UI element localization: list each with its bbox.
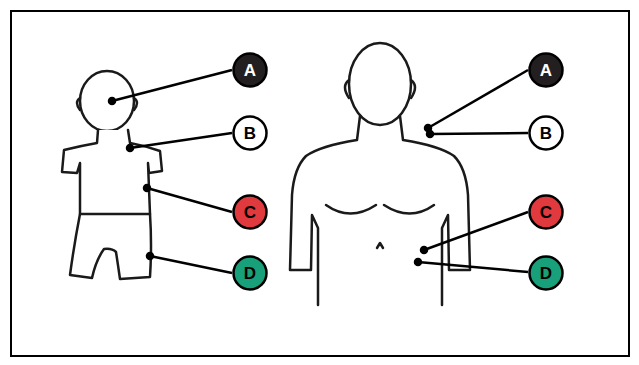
callout-letter: B [540, 125, 552, 142]
callout-circle: D [232, 255, 268, 291]
callout-letter: A [244, 62, 256, 79]
circle-shape [234, 257, 267, 290]
callout-circle: D [528, 255, 564, 291]
callout-circle: A [232, 52, 268, 88]
baby-head [80, 71, 134, 131]
adult-torso [290, 116, 470, 305]
diaper-line [80, 213, 150, 216]
leader-line [418, 262, 528, 272]
leader-line [430, 133, 528, 134]
adult-navel [377, 243, 383, 248]
frame [11, 11, 629, 356]
circle-shape [234, 54, 267, 87]
leader-line [112, 70, 232, 101]
callout-circle: B [528, 115, 564, 151]
circle-shape [234, 196, 267, 229]
baby-ears [77, 98, 137, 110]
callout-circle: C [232, 194, 268, 230]
leader-line [150, 256, 232, 273]
circle-shape [530, 257, 563, 290]
callout-letter: A [540, 62, 552, 79]
adult-figure [290, 43, 470, 305]
callout-letter: C [540, 204, 552, 221]
leader-line [428, 70, 528, 128]
callout-circle: A [528, 52, 564, 88]
adult-head [349, 43, 411, 125]
leader-lines [109, 70, 528, 273]
leader-line [130, 133, 232, 148]
circle-shape [234, 117, 267, 150]
circle-shape [530, 196, 563, 229]
circle-shape [530, 117, 563, 150]
callout-circle: B [232, 115, 268, 151]
callout-letter: D [540, 265, 552, 282]
callout-circle: C [528, 194, 564, 230]
callout-letter: D [244, 265, 256, 282]
leader-line [147, 188, 232, 212]
adult-chest [326, 205, 434, 214]
circle-shape [530, 54, 563, 87]
callout-letter: C [244, 204, 256, 221]
baby-figure [62, 71, 162, 279]
leader-line [424, 212, 528, 250]
callout-letter: B [244, 125, 256, 142]
adult-ears [345, 80, 415, 98]
baby-body [62, 130, 162, 279]
